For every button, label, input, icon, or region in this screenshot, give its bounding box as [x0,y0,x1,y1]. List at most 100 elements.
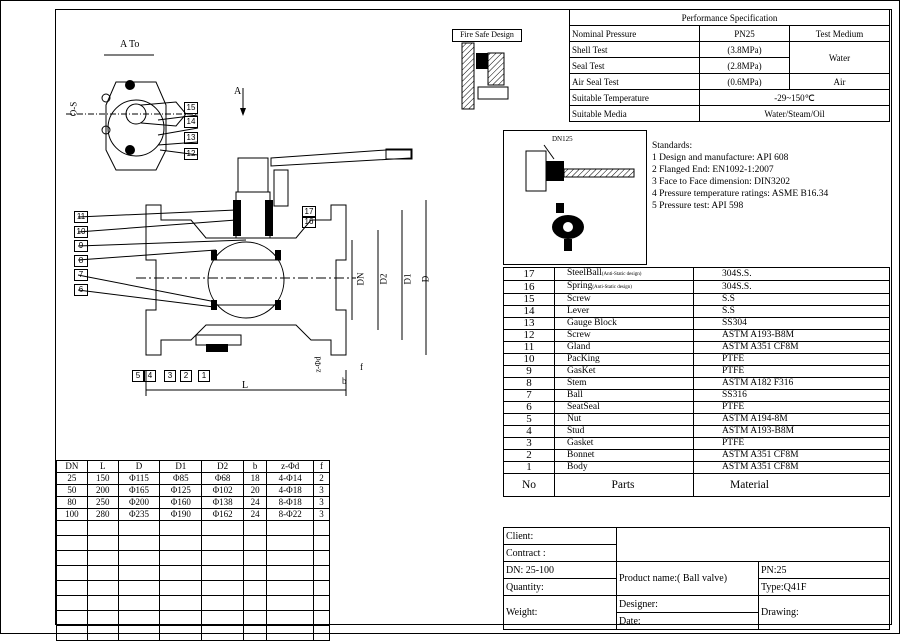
label-o-s: O-S [68,101,79,117]
perf-value: Water/Steam/Oil [699,105,890,122]
part-no: 17 [503,267,555,281]
dim-cell: Φ138 [201,496,245,509]
perf-label: Shell Test [569,41,700,58]
dim-cell: 3 [313,484,330,497]
dim-cell: Φ235 [117,508,161,521]
part-name-text: Spring [567,281,593,291]
part-no: 16 [503,280,555,294]
standards-title: Standards: [652,141,693,151]
callout-15: 15 [184,102,198,114]
parts-header-no: No [503,473,555,497]
label-z-d: z-Φd [313,356,323,373]
blank-row [56,565,330,581]
part-name: Screw [554,329,694,342]
dim-cell: Φ160 [159,496,203,509]
blank-row [56,535,330,551]
anti-static-detail-inset: DN125 [503,130,647,265]
callout-14: 14 [184,116,198,128]
callout-10: 10 [74,226,88,238]
part-no: 9 [503,365,555,378]
dim-cell: 3 [313,508,330,521]
label-l: L [242,380,249,391]
valve-section-view [66,54,427,396]
standards-block: Standards: 1 Design and manufacture: API… [652,140,828,212]
label-d1: D1 [402,273,413,285]
dim-cell: 150 [86,472,119,485]
part-material: ASTM A193-B8M [693,329,890,342]
dim-cell: 4-Φ18 [266,484,315,497]
part-name: Stem [554,377,694,390]
part-name: Body [554,461,694,474]
dim-cell: Φ162 [201,508,245,521]
dim-cell: 280 [86,508,119,521]
part-name: SeatSeal [554,401,694,414]
part-material: PTFE [693,401,890,414]
standard-item: 3 Face to Face dimension: DIN3202 [652,177,790,187]
callout-9: 9 [74,240,88,252]
part-name: SteelBall(Anti-Static design) [554,267,694,281]
standard-item: 1 Design and manufacture: API 608 [652,153,789,163]
standard-item: 4 Pressure temperature ratings: ASME B16… [652,189,829,199]
callout-17: 17 [302,206,316,218]
dim-cell: Φ85 [159,472,203,485]
title-designer: Designer: [616,595,759,613]
part-no: 11 [503,341,555,354]
title-contract: Contract : [503,544,617,562]
dim-header: D1 [159,460,203,473]
part-material: PTFE [693,437,890,450]
part-no: 2 [503,449,555,462]
part-name: Gasket [554,437,694,450]
part-material: 304S.S. [693,267,890,281]
part-material: S.S [693,293,890,306]
dim-cell: 8-Φ22 [266,508,315,521]
part-name: Spring(Anti-Static design) [554,280,694,294]
dim-header: DN [56,460,88,473]
title-weight: Weight: [503,595,617,630]
perf-value: -29~150℃ [699,89,890,106]
drawing-inner-frame [55,9,892,625]
part-material: ASTM A194-8M [693,413,890,426]
dim-cell: Φ102 [201,484,245,497]
dim-cell: 24 [243,496,268,509]
callout-8: 8 [74,255,88,267]
part-note: (Anti-Static design) [592,285,632,290]
dim-header: b [243,460,268,473]
fire-safe-inset: Fire Safe Design [452,29,522,111]
part-no: 14 [503,305,555,318]
part-no: 10 [503,353,555,366]
perf-medium: Test Medium [789,25,890,42]
title-dn: DN: 25-100 [503,561,617,579]
dim-header: z-Φd [266,460,315,473]
perf-title: Performance Specification [569,9,890,26]
part-material: ASTM A351 CF8M [693,461,890,474]
part-material: ASTM A351 CF8M [693,341,890,354]
dim-cell: 24 [243,508,268,521]
part-no: 7 [503,389,555,402]
ball-valve-drawing: A To A O-S DN D2 D1 D z-Φd f b L 15 14 1… [56,10,496,460]
label-f: f [360,362,363,372]
part-name: Lever [554,305,694,318]
part-name-text: SteelBall [567,268,602,278]
parts-header-parts: Parts [554,473,694,497]
dim-cell: Φ68 [201,472,245,485]
dim-header: f [313,460,330,473]
dim-cell: Φ200 [117,496,161,509]
dim-cell: 200 [86,484,119,497]
perf-label: Air Seal Test [569,73,700,90]
title-pn: PN:25 [758,561,890,579]
callout-6: 6 [74,284,88,296]
callout-7: 7 [74,269,88,281]
dim-cell: Φ165 [117,484,161,497]
